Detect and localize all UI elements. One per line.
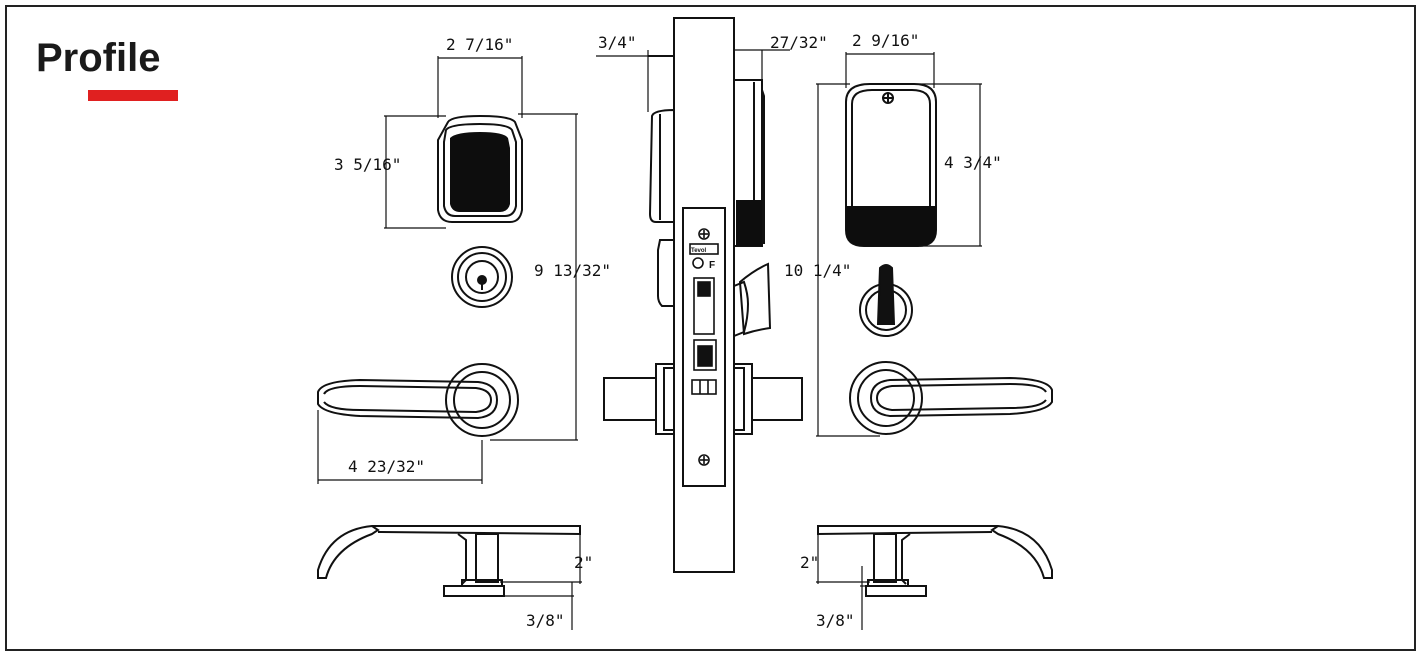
inside-lever-top-view <box>817 524 1053 597</box>
faceplate-details <box>689 228 719 466</box>
lever-projection-left-label: 2" <box>574 553 593 572</box>
inside-cover-dark-band <box>846 206 936 246</box>
rose-thickness-left-label: 3/8" <box>526 611 565 630</box>
inside-cover-height-label: 4 3/4" <box>944 153 1002 172</box>
inside-height-label: 10 1/4" <box>784 261 851 280</box>
keypad-width-label: 2 7/16" <box>446 35 513 54</box>
page-title: Profile <box>36 36 161 80</box>
right-top-view-dimension-lines <box>816 526 870 630</box>
faceplate-rating: F <box>709 260 715 271</box>
lever-length-label: 4 23/32" <box>348 457 425 476</box>
key-cylinder <box>451 246 513 308</box>
drawing-border <box>5 5 1416 651</box>
lever-length-dimension <box>317 410 483 484</box>
outside-lever-front <box>317 363 519 437</box>
inside-cover-dimension-lines <box>816 52 982 437</box>
outside-height-label: 9 13/32" <box>534 261 611 280</box>
thumbturn <box>859 264 913 337</box>
keypad-dimension-lines <box>384 56 578 441</box>
trim-thumbturn-wing <box>738 262 772 336</box>
inside-housing-battery-band <box>736 200 762 246</box>
lever-projection-right-label: 2" <box>800 553 819 572</box>
outside-lever-top-view <box>317 524 581 597</box>
rose-projection-inside-label: 27/32" <box>770 33 828 52</box>
door-edge-side-view <box>603 17 803 573</box>
left-top-view-dimension-lines <box>500 526 582 630</box>
inside-lever-front <box>849 361 1053 435</box>
faceplate-brand: Tevol <box>691 248 707 254</box>
title-accent-bar <box>88 90 178 101</box>
rose-thickness-right-label: 3/8" <box>816 611 855 630</box>
keypad-height-label: 3 5/16" <box>334 155 401 174</box>
rose-projection-label: 3/4" <box>598 33 637 52</box>
inside-cover-width-label: 2 9/16" <box>852 31 919 50</box>
outside-keypad <box>437 114 523 223</box>
projection-dimension-lines <box>596 49 790 112</box>
